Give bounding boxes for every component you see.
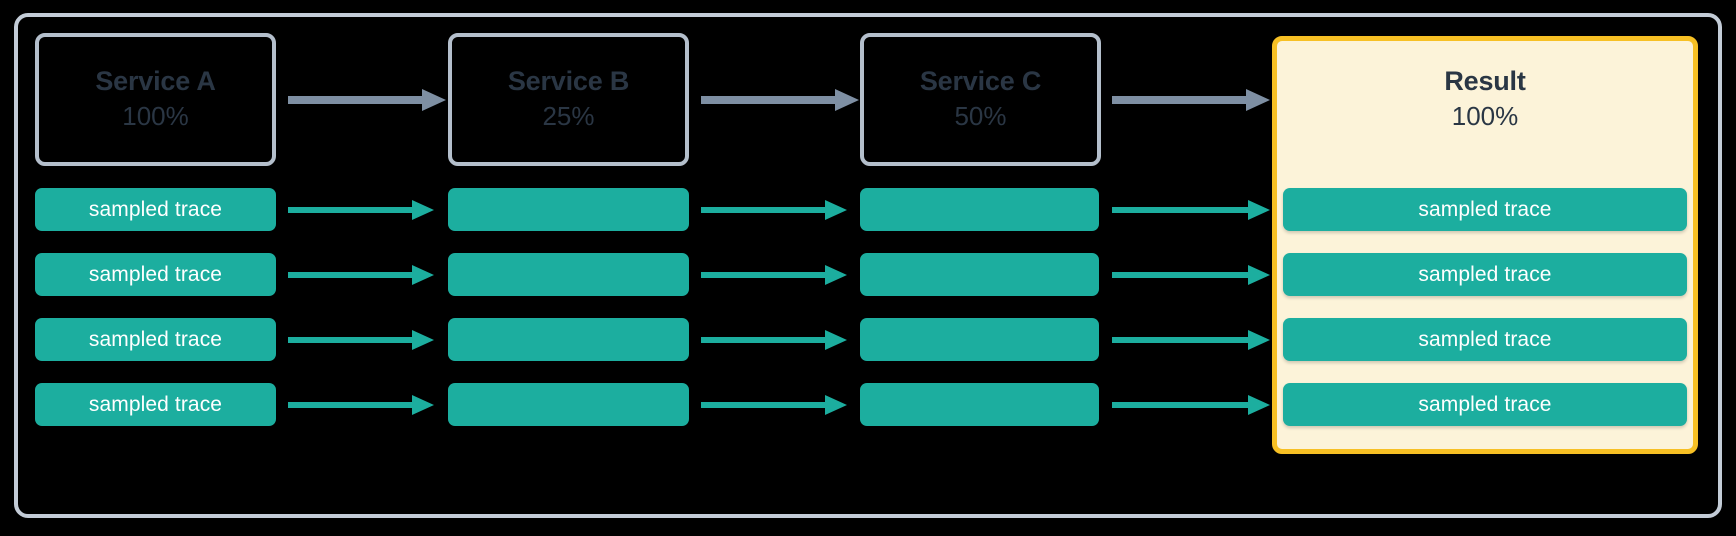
- arrow-trace-row-3-c-to-result: [1112, 329, 1270, 351]
- trace-label: sampled trace: [1418, 327, 1552, 351]
- trace-bar-service-a-row-1: sampled trace: [35, 188, 276, 231]
- arrow-trace-row-4-c-to-result: [1112, 394, 1270, 416]
- trace-label: sampled trace: [88, 262, 223, 286]
- trace-bar-service-a-row-4: sampled trace: [35, 383, 276, 426]
- trace-bar-service-c-row-1: [860, 188, 1099, 231]
- result-percent: 100%: [1451, 101, 1519, 132]
- trace-label: sampled trace: [88, 392, 223, 416]
- trace-label: sampled trace: [1418, 197, 1552, 221]
- arrow-trace-row-2-a-to-b: [288, 264, 434, 286]
- trace-label: sampled trace: [88, 197, 223, 221]
- result-name: Result: [1444, 66, 1526, 97]
- trace-bar-result-row-2: sampled trace: [1283, 253, 1687, 296]
- arrow-trace-row-1-c-to-result: [1112, 199, 1270, 221]
- service-b-percent: 25%: [542, 101, 595, 132]
- service-c-name: Service C: [919, 66, 1042, 97]
- service-box-result: Result 100%: [1282, 33, 1688, 166]
- arrow-trace-row-3-b-to-c: [701, 329, 847, 351]
- trace-bar-service-a-row-3: sampled trace: [35, 318, 276, 361]
- service-a-name: Service A: [95, 66, 216, 97]
- service-a-percent: 100%: [122, 101, 189, 132]
- trace-label: sampled trace: [1418, 262, 1552, 286]
- arrow-trace-row-3-a-to-b: [288, 329, 434, 351]
- arrow-trace-row-2-c-to-result: [1112, 264, 1270, 286]
- trace-bar-service-b-row-3: [448, 318, 689, 361]
- service-c-percent: 50%: [954, 101, 1007, 132]
- arrow-trace-row-2-b-to-c: [701, 264, 847, 286]
- trace-bar-service-c-row-3: [860, 318, 1099, 361]
- trace-bar-service-b-row-2: [448, 253, 689, 296]
- trace-bar-result-row-1: sampled trace: [1283, 188, 1687, 231]
- trace-bar-result-row-3: sampled trace: [1283, 318, 1687, 361]
- arrow-trace-row-1-b-to-c: [701, 199, 847, 221]
- diagram-outer-frame: [14, 13, 1722, 518]
- arrow-service-b-to-service-c: [701, 89, 859, 111]
- service-box-service-b: Service B 25%: [448, 33, 689, 166]
- trace-bar-service-c-row-2: [860, 253, 1099, 296]
- trace-bar-service-c-row-4: [860, 383, 1099, 426]
- trace-label: sampled trace: [88, 327, 223, 351]
- trace-bar-service-b-row-4: [448, 383, 689, 426]
- service-box-service-a: Service A 100%: [35, 33, 276, 166]
- service-box-service-c: Service C 50%: [860, 33, 1101, 166]
- arrow-trace-row-1-a-to-b: [288, 199, 434, 221]
- arrow-trace-row-4-b-to-c: [701, 394, 847, 416]
- arrow-trace-row-4-a-to-b: [288, 394, 434, 416]
- trace-label: sampled trace: [1418, 392, 1552, 416]
- arrow-service-c-to-result: [1112, 89, 1270, 111]
- trace-bar-service-a-row-2: sampled trace: [35, 253, 276, 296]
- service-b-name: Service B: [507, 66, 630, 97]
- trace-bar-service-b-row-1: [448, 188, 689, 231]
- arrow-service-a-to-service-b: [288, 89, 446, 111]
- trace-bar-result-row-4: sampled trace: [1283, 383, 1687, 426]
